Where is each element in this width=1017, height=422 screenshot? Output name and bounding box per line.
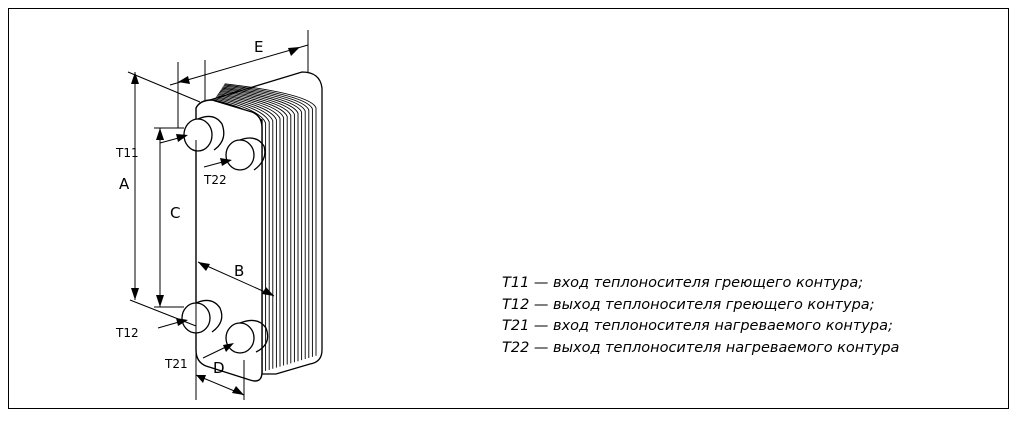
dimension-arrows [131,47,300,395]
port-legend: T11 — вход теплоносителя греющего контур… [502,273,899,359]
front-plate [195,99,263,382]
nozzle-t21 [225,319,269,354]
plate-edge [221,88,299,362]
dimension-label-a: A [119,175,130,193]
plate-edge [215,97,270,370]
nozzle-t22 [225,137,266,171]
plate-edge [216,95,277,368]
plate-edge [223,85,310,358]
frame-border [8,8,1009,409]
legend-item-t22: T22 — выход теплоносителя нагреваемого к… [502,339,900,356]
plate-edge [224,83,317,356]
plate-edge [221,87,303,361]
plate-edge [224,84,313,357]
nozzle-t11 [183,115,225,152]
plate-edge [219,90,292,364]
plate-stack [208,71,323,375]
port-label-t12: T12 [115,326,139,340]
legend-item-t12: T12 — выход теплоносителя греющего конту… [502,296,875,313]
legend-item-t11: T11 — вход теплоносителя греющего контур… [502,275,864,291]
dimension-label-b: B [234,262,244,280]
legend-item-t21: T21 — вход теплоносителя нагреваемого ко… [502,318,893,334]
plate-edge [220,89,295,363]
dimension-label-e: E [254,38,263,56]
plate-edge [216,96,274,369]
plate-edge [214,98,267,371]
plate-edge [222,86,306,360]
port-label-t21: T21 [164,357,188,371]
plate-edge [217,94,281,367]
dimension-label-c: C [170,204,180,222]
plate-edge [218,91,288,365]
port-label-t11: T11 [115,146,139,160]
port-label-t22: T22 [203,173,227,187]
dimension-label-d: D [213,359,225,377]
plate-edge [218,93,285,366]
